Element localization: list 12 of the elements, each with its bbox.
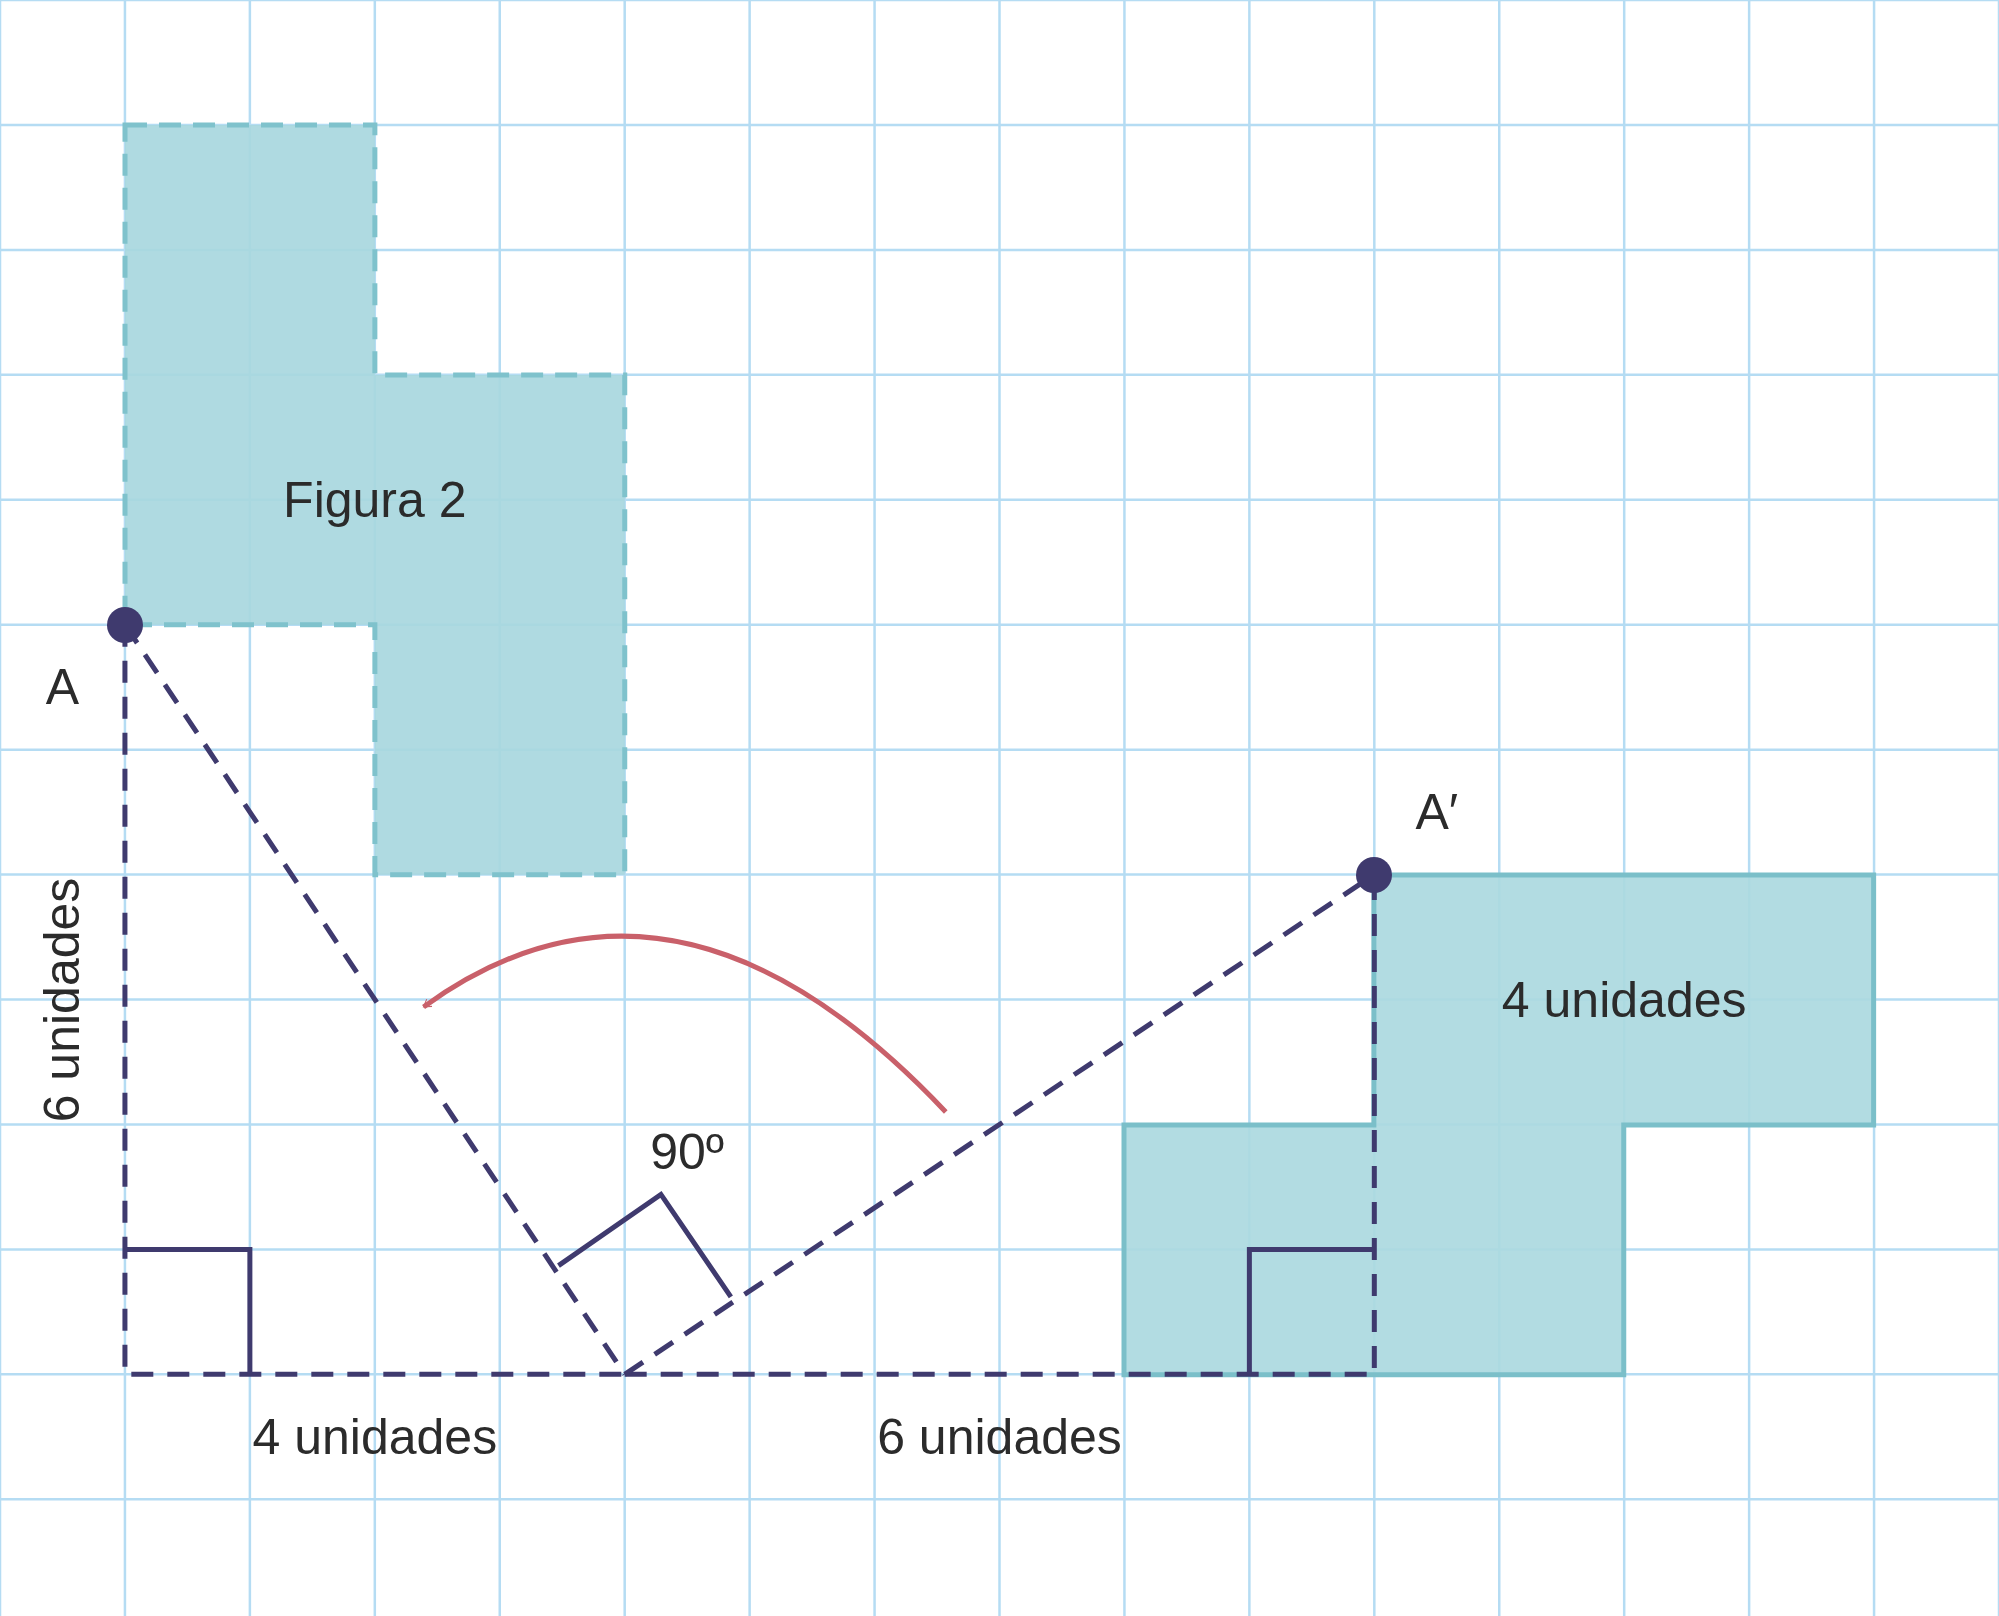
figure-shape xyxy=(124,124,625,875)
point-label: A′ xyxy=(1415,787,1459,838)
measurement-label: 4 unidades xyxy=(252,1411,498,1462)
point-dot xyxy=(1356,856,1393,893)
figure-shape xyxy=(1124,874,1875,1375)
point-dot xyxy=(106,606,143,643)
measurement-label: 6 unidades xyxy=(877,1411,1122,1462)
point-label: A xyxy=(45,662,80,713)
measurement-label: 90º xyxy=(650,1126,725,1177)
measurement-label: 6 unidades xyxy=(37,877,88,1122)
measurement-label: 4 unidades xyxy=(1501,974,1747,1025)
figure-name: Figura 2 xyxy=(283,474,467,525)
